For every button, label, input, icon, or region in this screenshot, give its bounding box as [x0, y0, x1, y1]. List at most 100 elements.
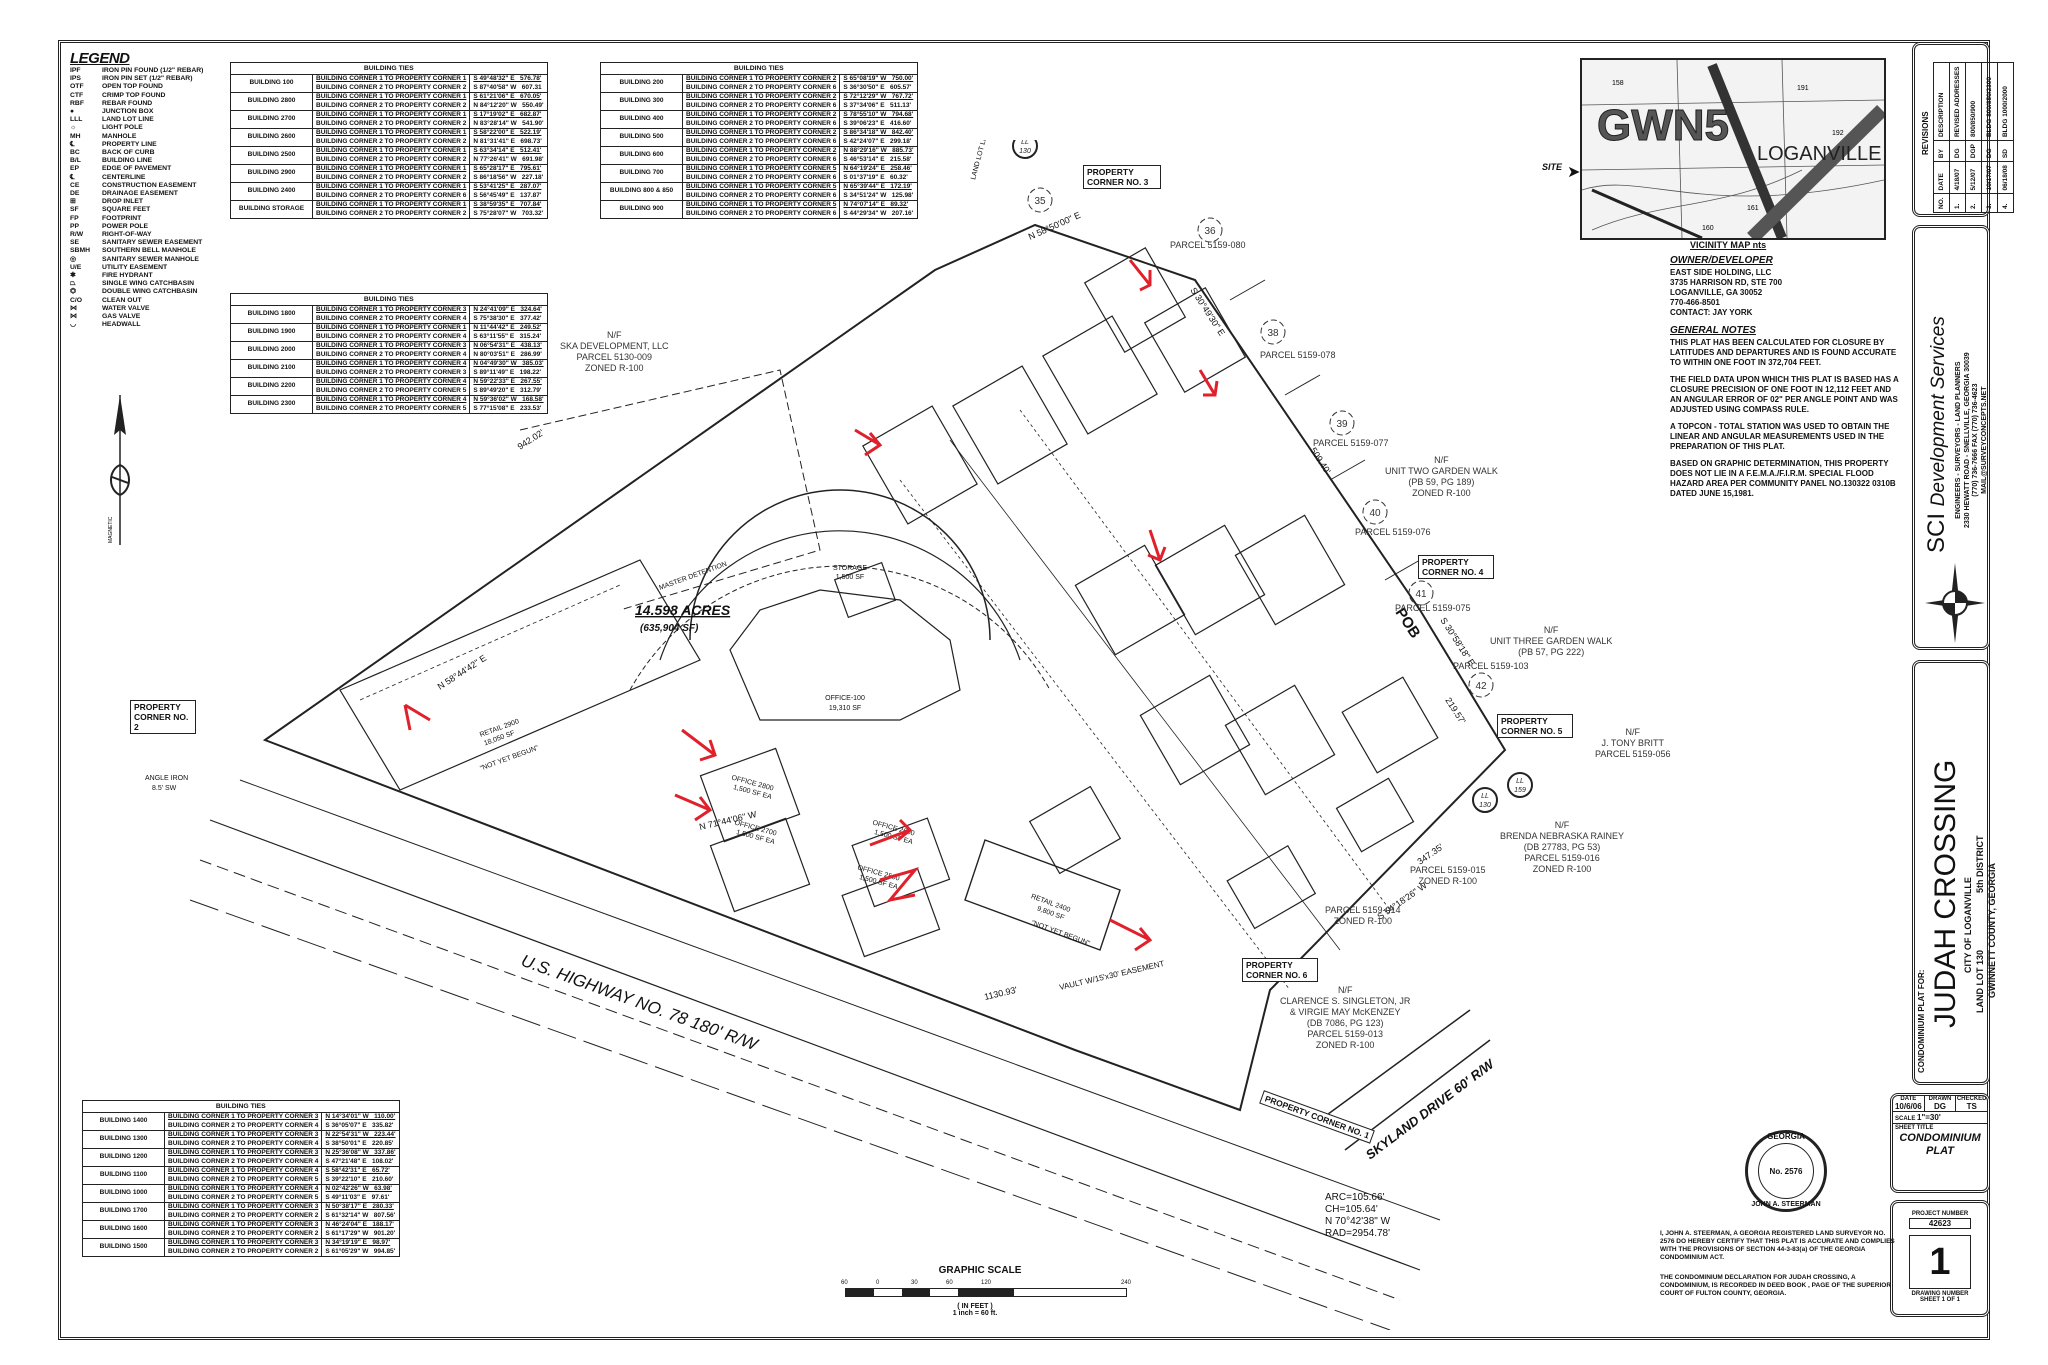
building-cell: BUILDING 300	[600, 92, 683, 111]
property-corner-3: PROPERTY CORNER NO. 3	[1083, 165, 1161, 189]
parcel-label: PARCEL 5159-076	[1355, 527, 1431, 537]
sheet-title: CONDOMINIUM	[1899, 1132, 1981, 1144]
north-arrow-icon: MAGNETIC	[108, 395, 130, 545]
svg-text:LOGANVILLE: LOGANVILLE	[1757, 143, 1882, 165]
svg-text:LL: LL	[1481, 793, 1489, 800]
firm-name-sci: SCI	[1923, 512, 1950, 553]
svg-text:ANGLE IRON: ANGLE IRON	[145, 775, 188, 782]
svg-text:40: 40	[1369, 508, 1381, 519]
legend-item: ●JUNCTION BOX	[70, 108, 154, 116]
svg-text:942.02': 942.02'	[516, 427, 546, 451]
svg-text:158: 158	[1612, 80, 1624, 87]
owner-heading: OWNER/DEVELOPER	[1670, 255, 1773, 266]
legend-item: ℄PROPERTY LINE	[70, 140, 157, 148]
general-notes: THIS PLAT HAS BEEN CALCULATED FOR CLOSUR…	[1670, 338, 1899, 498]
certification: I, JOHN A. STEERMAN, A GEORGIA REGISTERE…	[1660, 1230, 1895, 1297]
svg-text:8.5' SW: 8.5' SW	[152, 785, 177, 792]
svg-text:160: 160	[1702, 225, 1714, 232]
svg-text:1,500 SF: 1,500 SF	[836, 574, 864, 581]
project-number: 42623	[1909, 1218, 1971, 1229]
drawing-number: 1	[1909, 1235, 1971, 1289]
svg-text:192: 192	[1832, 130, 1844, 137]
legend-item: ⋈GAS VALVE	[70, 313, 141, 321]
svg-text:N 70°42'38" W: N 70°42'38" W	[1325, 1216, 1391, 1227]
legend-item: ☼LIGHT POLE	[70, 124, 143, 132]
svg-text:S 30°49'30" E: S 30°49'30" E	[1188, 286, 1227, 338]
red-annotation-arrows	[403, 259, 1219, 952]
highway-label: U.S. HIGHWAY NO. 78 180' R/W	[519, 951, 762, 1055]
table-title: BUILDING TIES	[600, 62, 918, 75]
legend-item: ⏣DOUBLE WING CATCHBASIN	[70, 288, 198, 296]
parcel-label: PARCEL 5159-080	[1170, 240, 1246, 250]
svg-text:STORAGE: STORAGE	[833, 565, 867, 572]
firm-logo-compass-icon	[1925, 563, 1985, 643]
property-corner-4: PROPERTY CORNER NO. 4	[1418, 555, 1494, 579]
project-name: JUDAH CROSSING	[1929, 759, 1962, 1028]
svg-text:38: 38	[1267, 328, 1279, 339]
svg-text:LAND LOT LINE: LAND LOT LINE	[970, 140, 990, 181]
property-corner-2: PROPERTY CORNER NO. 2	[130, 700, 196, 734]
building-cell: BUILDING 100	[230, 74, 313, 93]
property-corner-6: PROPERTY CORNER NO. 6	[1242, 958, 1318, 982]
svg-text:RAD=2954.78': RAD=2954.78'	[1325, 1228, 1390, 1239]
svg-text:LL: LL	[1021, 140, 1029, 146]
svg-text:509.40': 509.40'	[1308, 446, 1332, 476]
